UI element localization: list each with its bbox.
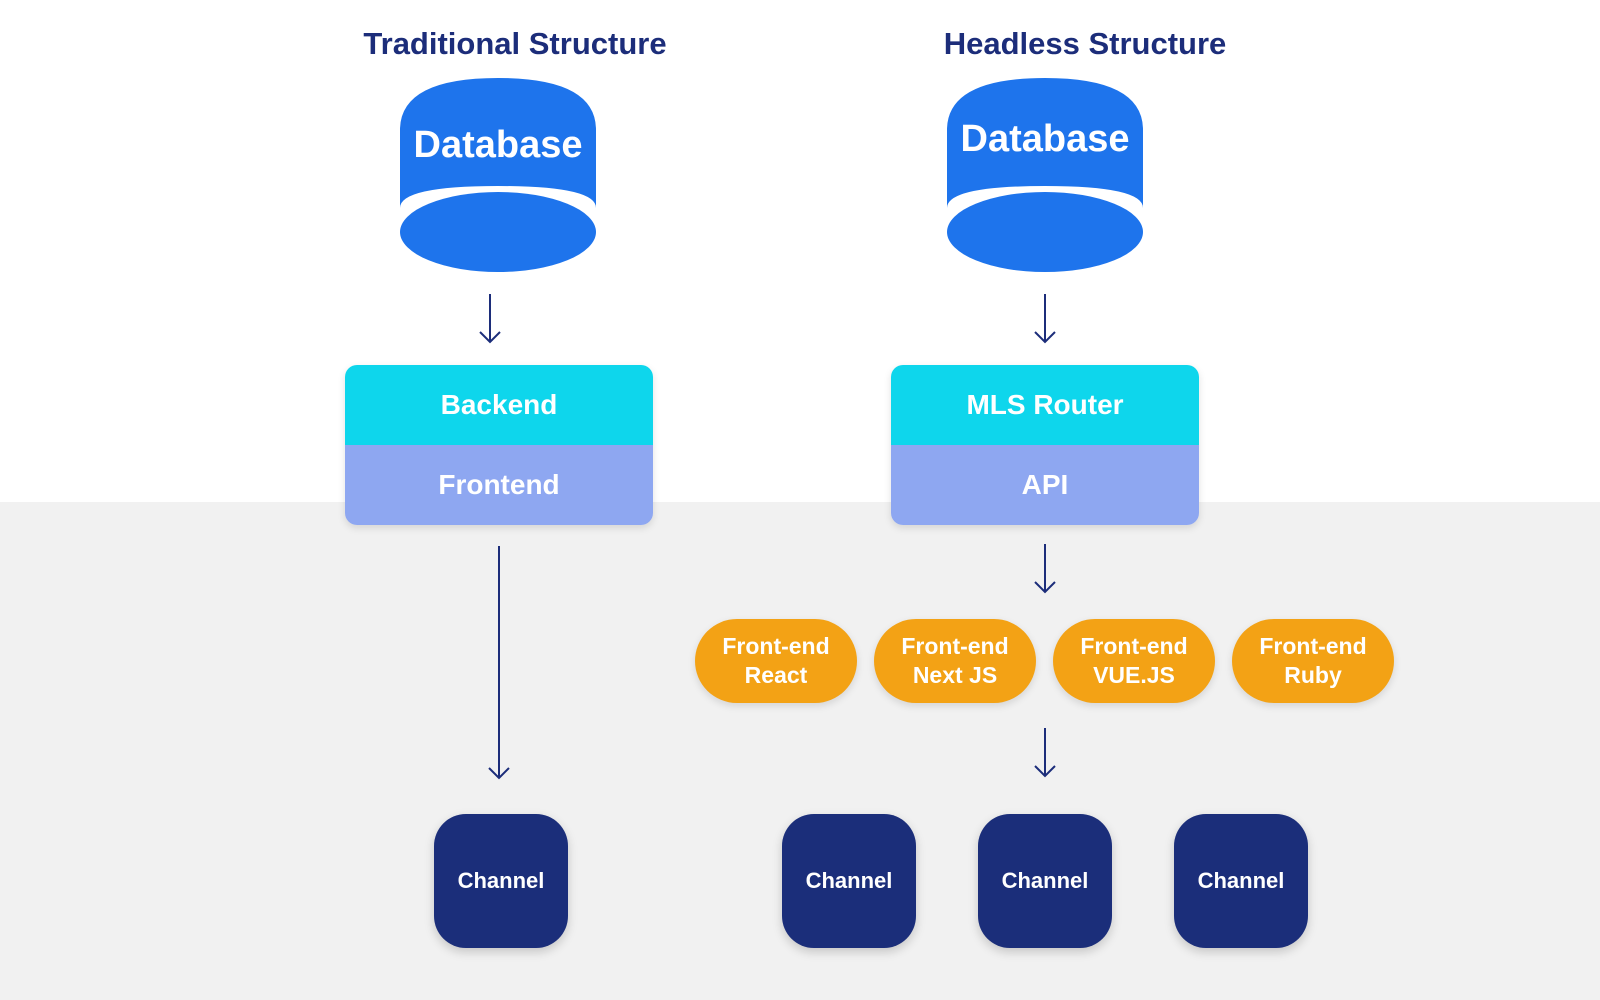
pill-line1: Front-end	[722, 633, 830, 659]
headless-channel-box-3: Channel	[1174, 814, 1308, 948]
arrow-down-icon	[488, 546, 510, 780]
headless-channel-box-2: Channel	[978, 814, 1112, 948]
pill-line2: Ruby	[1284, 662, 1342, 688]
headless-database-label: Database	[960, 118, 1130, 160]
headless-stack: MLS Router API	[891, 365, 1199, 525]
headless-database-icon: Database	[947, 78, 1143, 274]
arrow-down-icon	[1034, 294, 1056, 344]
pill-line2: React	[744, 662, 808, 688]
traditional-database-label: Database	[413, 124, 583, 166]
pill-line1: Front-end	[901, 633, 1009, 659]
arrow-down-icon	[1034, 728, 1056, 778]
backend-block: Backend	[345, 365, 653, 445]
frontend-vuejs-pill: Front-end VUE.JS	[1053, 619, 1215, 703]
traditional-database-icon: Database	[400, 78, 596, 274]
pill-line1: Front-end	[1080, 633, 1188, 659]
api-block: API	[891, 445, 1199, 525]
headless-channel-box-1: Channel	[782, 814, 916, 948]
traditional-stack: Backend Frontend	[345, 365, 653, 525]
headless-structure-heading: Headless Structure	[943, 26, 1227, 61]
frontend-react-pill: Front-end React	[695, 619, 857, 703]
traditional-structure-heading: Traditional Structure	[363, 26, 667, 61]
mls-router-block: MLS Router	[891, 365, 1199, 445]
pill-line2: Next JS	[912, 662, 998, 688]
traditional-channel-box: Channel	[434, 814, 568, 948]
arrow-down-icon	[1034, 544, 1056, 594]
top-background	[0, 0, 1600, 502]
frontend-ruby-pill: Front-end Ruby	[1232, 619, 1394, 703]
frontend-block: Frontend	[345, 445, 653, 525]
arrow-down-icon	[479, 294, 501, 344]
pill-line1: Front-end	[1259, 633, 1367, 659]
pill-line2: VUE.JS	[1093, 662, 1175, 688]
frontend-nextjs-pill: Front-end Next JS	[874, 619, 1036, 703]
